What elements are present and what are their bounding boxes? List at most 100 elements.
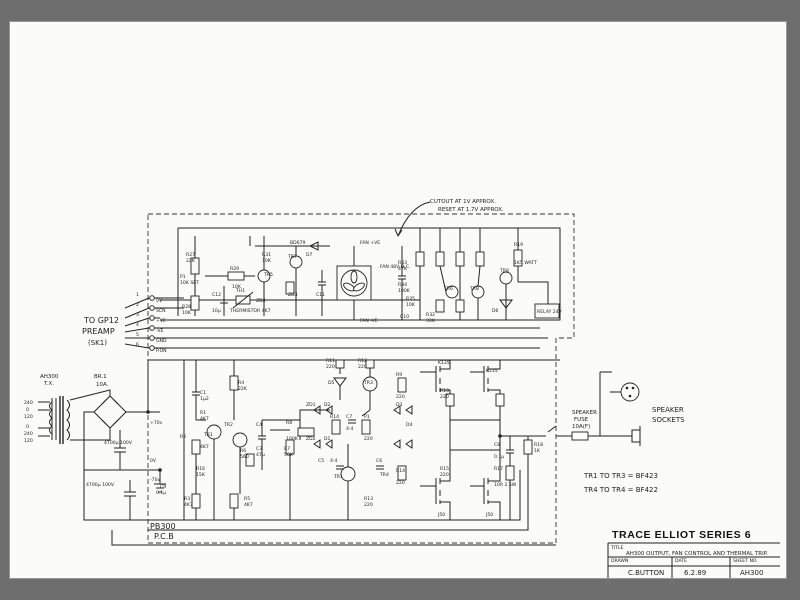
c3-label: C3 bbox=[256, 446, 262, 452]
d2-label: D2 bbox=[324, 402, 331, 408]
tap-4: 0 bbox=[26, 424, 29, 430]
r15-label: R15 bbox=[440, 466, 449, 472]
drawn-by: C.BUTTON bbox=[628, 569, 664, 577]
tr8-label: TR8 bbox=[469, 286, 479, 292]
d3-label: D3 bbox=[396, 402, 403, 408]
transistor-note-2: TR4 TO TR4 = BF422 bbox=[583, 486, 658, 494]
r29-value: 10K bbox=[232, 284, 242, 290]
tap-6: 120 bbox=[24, 438, 33, 444]
r18-value: 1K bbox=[534, 448, 541, 454]
pin-1: 1 bbox=[136, 292, 139, 298]
r27-value: 22K bbox=[186, 258, 196, 264]
r18-label: R18 bbox=[534, 442, 543, 448]
r16-label: R16 bbox=[196, 466, 205, 472]
r10-label: R10 bbox=[440, 388, 449, 394]
j50a-label: J50 bbox=[437, 512, 445, 518]
c8-value: 0.1µ bbox=[494, 454, 504, 460]
zd1-label: ZD1 bbox=[306, 402, 316, 408]
r6-label: R6 bbox=[240, 448, 246, 454]
tap-5: 240 bbox=[24, 431, 33, 437]
cutout-leader bbox=[397, 201, 431, 237]
r16-value: 15K bbox=[196, 472, 206, 478]
r11-label: R11 bbox=[326, 358, 335, 364]
tr-lower-label: TR1 bbox=[333, 474, 343, 480]
tr6-label: TR6 bbox=[443, 286, 453, 292]
c8-label: C8 bbox=[494, 442, 500, 448]
r12-label: R12 bbox=[358, 358, 367, 364]
fan-label: FAN 48V D.C. bbox=[380, 264, 410, 270]
bridge-label-1: BR.1 bbox=[94, 374, 107, 380]
tr4-label: TR4 bbox=[379, 472, 389, 478]
r35-label: R35 bbox=[406, 296, 415, 302]
d7-label: D7 bbox=[306, 252, 313, 258]
r9-value: 220 bbox=[396, 394, 405, 400]
p2-label: P1 bbox=[180, 274, 186, 280]
cutout-note: CUTOUT AT 1V APPROX. bbox=[430, 199, 496, 205]
zero-v-label: 0V bbox=[150, 458, 157, 464]
speaker-sockets-label-1: SPEAKER bbox=[652, 406, 684, 414]
r2-label: R2 bbox=[180, 434, 186, 440]
tr2-label: TR2 bbox=[223, 422, 233, 428]
r3-value: 4K7 bbox=[184, 502, 193, 508]
j50b-label: J50 bbox=[485, 512, 493, 518]
tap-1: 240 bbox=[24, 400, 33, 406]
drawn-label: DRAWN bbox=[611, 558, 628, 564]
title-block bbox=[607, 542, 780, 578]
c1-label: C1 bbox=[200, 390, 206, 396]
pin-2: 2 bbox=[136, 302, 139, 308]
pin-label-3: +VE bbox=[156, 318, 166, 324]
pin-5: 5 bbox=[136, 332, 139, 338]
r31-value: 10K bbox=[262, 258, 272, 264]
r31-label: R31 bbox=[262, 252, 271, 258]
r5-value: 4K7 bbox=[244, 502, 253, 508]
c7-value: 4·4 bbox=[346, 426, 353, 432]
r9-label: R9 bbox=[396, 372, 402, 378]
r10-value: 220 bbox=[440, 394, 449, 400]
r5-label: R5 bbox=[244, 496, 250, 502]
r32-label: R32 bbox=[426, 312, 435, 318]
c7-label: C7 bbox=[346, 414, 352, 420]
pin-label-5: GND bbox=[156, 338, 167, 344]
r6-value: 560 bbox=[240, 454, 249, 460]
tr1-label: TR1 bbox=[203, 432, 213, 438]
d4-label: D4 bbox=[406, 422, 413, 428]
fan-control-section bbox=[160, 227, 561, 321]
drawing-date: 6.2.89 bbox=[684, 569, 706, 577]
pin-4: 4 bbox=[136, 322, 139, 328]
c3-value: 47µ bbox=[256, 452, 265, 458]
r3-label: R3 bbox=[184, 496, 190, 502]
pcb-boundary bbox=[147, 213, 575, 544]
r4-value: 22K bbox=[238, 386, 248, 392]
bridge-label-2: 10A. bbox=[96, 382, 109, 388]
c4-label: C4 bbox=[256, 422, 262, 428]
r4-label: R4 bbox=[238, 380, 244, 386]
r29-label: R29 bbox=[230, 266, 239, 272]
r15-value: 220 bbox=[440, 472, 449, 478]
r1-value: 4K7 bbox=[200, 416, 209, 422]
pin-label-1: 0V bbox=[156, 298, 163, 304]
fan-pos-label: FAN +VE bbox=[360, 240, 380, 246]
pin-3: 3 bbox=[136, 312, 139, 318]
sheet-number: AH300 bbox=[740, 569, 763, 577]
r8-label: R8 bbox=[286, 420, 292, 426]
speaker-fuse-label-2: FUSE bbox=[574, 417, 589, 423]
d5-label: D5 bbox=[328, 380, 335, 386]
c5-label: C5 bbox=[318, 458, 324, 464]
r7-label: R7 bbox=[284, 446, 290, 452]
pcb-label-1: PB300 bbox=[150, 522, 176, 531]
pin-label-2: SCN bbox=[156, 308, 166, 314]
fan-neg-label: FAN -VE bbox=[360, 318, 378, 324]
preamp-connector bbox=[124, 295, 548, 351]
c12-value: 10µ bbox=[212, 308, 221, 314]
tr5-label: TR5 bbox=[263, 272, 273, 278]
zd4-label: ZD4 bbox=[256, 298, 266, 304]
d6-label: D6 bbox=[492, 308, 499, 314]
title-label: TITLE bbox=[610, 545, 624, 551]
k135a-label: K135 bbox=[438, 360, 450, 366]
c11-label: C11 bbox=[316, 292, 325, 298]
sheet-label: SHEET NO. bbox=[733, 558, 758, 564]
tr3-label: TR3 bbox=[363, 380, 373, 386]
tap-3: 120 bbox=[24, 414, 33, 420]
cap-big-1: 4700µ 100V bbox=[104, 440, 133, 446]
drawing-title: AH300 OUTPUT, FAN CONTROL AND THERMAL TR… bbox=[626, 551, 768, 557]
